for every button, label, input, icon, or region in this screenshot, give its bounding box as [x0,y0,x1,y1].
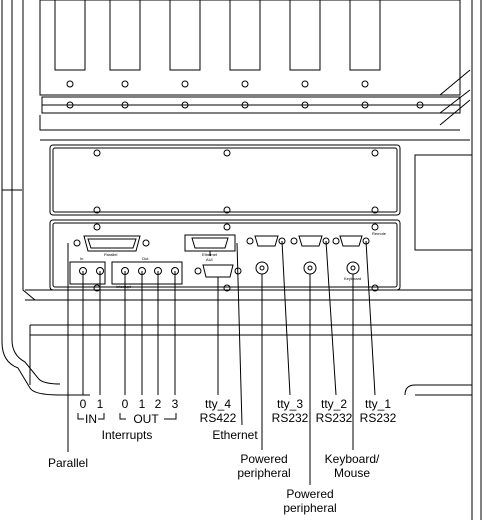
label-tty1-type: RS232 [359,411,397,425]
interrupt-connectors [69,261,183,285]
label-out-2: 2 [154,397,162,411]
label-powered2-b: peripheral [283,501,337,515]
card-cage [39,0,471,141]
label-in-1: 1 [96,397,104,411]
panel-label-out: Out [142,256,149,261]
label-in-0: 0 [79,397,87,411]
panel-label-aui: AUI [206,257,213,262]
label-out-0: 0 [121,397,129,411]
panel-label-ethernet: Ethernet [202,252,218,257]
chassis-outline [1,0,482,520]
label-out-group: OUT [133,412,159,426]
tty1-connector [332,235,370,275]
label-powered1-a: Powered [240,452,288,466]
group-brackets [77,413,177,420]
label-parallel: Parallel [47,456,89,470]
label-interrupts: Interrupts [101,428,153,442]
panel-label-keyboard: Keyboard [344,276,362,281]
label-mouse: Mouse [333,466,371,480]
tty2-connector [290,235,330,275]
label-tty4-type: RS422 [199,411,237,425]
label-in-group: IN [85,412,97,426]
parallel-connector [73,235,150,252]
label-tty4-name: tty_4 [204,397,232,411]
label-tty3-type: RS232 [271,411,309,425]
io-panel [49,219,401,292]
label-powered2-a: Powered [286,487,334,501]
panel-label-in: In [80,256,84,261]
callout-lines [67,240,376,485]
label-tty2-name: tty_2 [320,397,348,411]
label-tty1-name: tty_1 [364,397,392,411]
blank-panel [49,144,473,251]
label-tty2-type: RS232 [315,411,353,425]
label-keyboard: Keyboard/ [324,452,380,466]
panel-label-parallel: Parallel [104,252,118,257]
label-out-1: 1 [138,397,146,411]
ethernet-connector [184,234,236,256]
tty3-connector [246,235,286,275]
panel-label-interrupt: Interrupt [116,284,131,289]
label-out-3: 3 [171,397,179,411]
label-tty3-name: tty_3 [276,397,304,411]
label-ethernet: Ethernet [212,428,258,442]
label-powered1-b: peripheral [237,466,291,480]
panel-label-remote: Remote [372,231,387,236]
tty4-connector [194,264,242,278]
